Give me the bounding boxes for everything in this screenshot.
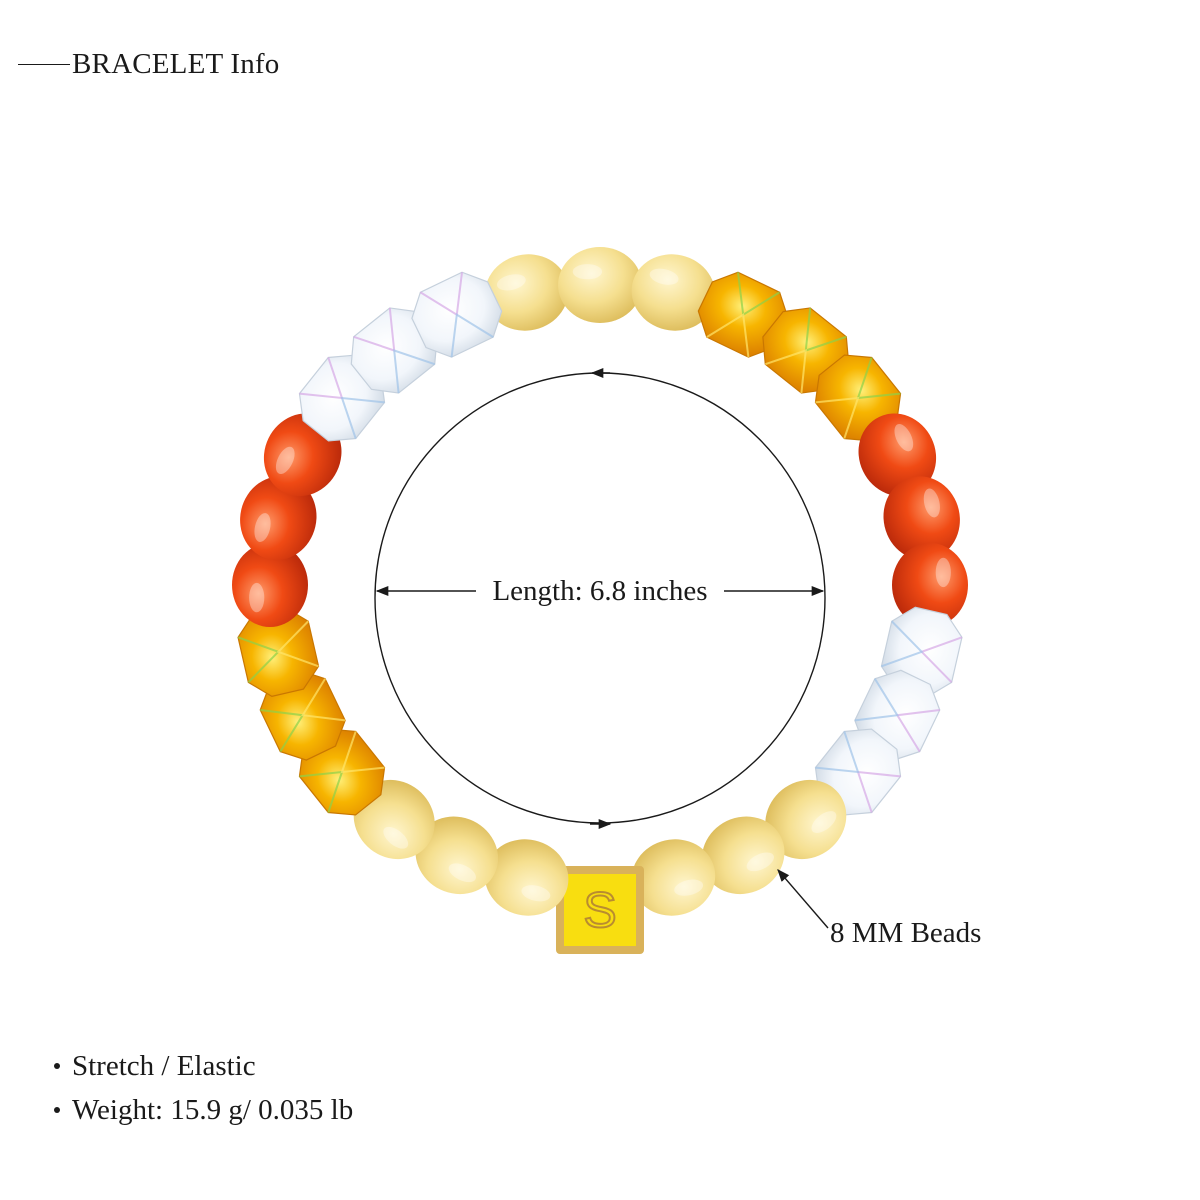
bullet-icon: [54, 1107, 60, 1113]
yellow-jade-bead: [765, 779, 847, 860]
stone-body: [883, 476, 960, 561]
stone-body: [892, 543, 968, 627]
crystal-sparkle: [276, 620, 319, 668]
beads-callout-line: [777, 869, 829, 929]
stone-highlight: [254, 513, 271, 542]
spec-list: Stretch / Elastic Weight: 15.9 g/ 0.035 …: [54, 1044, 353, 1132]
stone-highlight: [496, 274, 526, 291]
yellow-jade-bead: [484, 254, 569, 331]
letter-charm-cube: S: [556, 866, 644, 954]
crystal-sparkle: [393, 349, 436, 394]
stone-highlight: [572, 264, 603, 280]
stone-body: [484, 839, 569, 916]
stone-highlight: [521, 885, 551, 902]
stone-body: [484, 254, 569, 331]
stone-highlight: [894, 424, 914, 452]
stone-highlight: [935, 557, 951, 588]
stone-body: [240, 476, 317, 561]
clear-crystal-bead: [350, 307, 438, 394]
carnelian-bead: [883, 476, 960, 561]
spec-item-weight: Weight: 15.9 g/ 0.035 lb: [54, 1088, 353, 1132]
carnelian-bead: [232, 543, 308, 627]
stone-highlight: [448, 863, 477, 883]
crystal-sparkle: [450, 313, 494, 358]
header-rule: [18, 63, 70, 66]
charm-letter: S: [583, 882, 616, 938]
spec-text: Weight: 15.9 g/ 0.035 lb: [72, 1094, 354, 1126]
bracelet-ring: S: [232, 247, 968, 954]
stone-body: [701, 816, 785, 895]
carnelian-bead: [240, 476, 317, 561]
spec-text: Stretch / Elastic: [72, 1050, 256, 1082]
stone-body: [765, 779, 847, 860]
stone-body: [631, 254, 716, 331]
crystal-sparkle: [340, 396, 385, 439]
crystal-sparkle: [881, 620, 924, 668]
stone-body: [232, 543, 308, 627]
clear-crystal-bead: [411, 271, 503, 358]
stone-highlight: [275, 446, 295, 475]
stone-body: [415, 816, 499, 895]
amber-crystal-bead: [237, 606, 320, 697]
length-label: Length: 6.8 inches: [492, 575, 707, 607]
yellow-jade-bead: [558, 247, 642, 323]
stone-highlight: [923, 488, 940, 518]
charm-enamel-face: [564, 874, 636, 946]
stone-body: [631, 839, 716, 916]
stone-highlight: [674, 879, 704, 896]
yellow-jade-bead: [415, 816, 499, 895]
stone-highlight: [811, 811, 837, 833]
stone-highlight: [249, 582, 265, 613]
page-title: BRACELET Info: [72, 48, 280, 80]
yellow-jade-bead: [701, 816, 785, 895]
crystal-sparkle: [301, 678, 346, 722]
carnelian-bead: [858, 413, 937, 497]
stone-highlight: [649, 268, 679, 285]
stone-highlight: [383, 826, 409, 849]
stone-body: [558, 247, 642, 323]
header: BRACELET Info: [18, 48, 279, 81]
crystal-sparkle: [340, 731, 385, 774]
crystal-sparkle: [706, 313, 750, 358]
crystal-sparkle: [854, 678, 899, 722]
yellow-jade-bead: [631, 254, 716, 331]
bullet-icon: [54, 1063, 60, 1069]
spec-item-stretch: Stretch / Elastic: [54, 1044, 353, 1088]
stone-highlight: [746, 852, 774, 872]
stone-body: [858, 413, 937, 497]
yellow-jade-bead: [484, 839, 569, 916]
crystal-sparkle: [815, 396, 860, 439]
crystal-sparkle: [815, 731, 860, 774]
yellow-jade-bead: [631, 839, 716, 916]
crystal-sparkle: [764, 349, 807, 394]
carnelian-bead: [892, 543, 968, 627]
beads-label: 8 MM Beads: [830, 917, 981, 949]
